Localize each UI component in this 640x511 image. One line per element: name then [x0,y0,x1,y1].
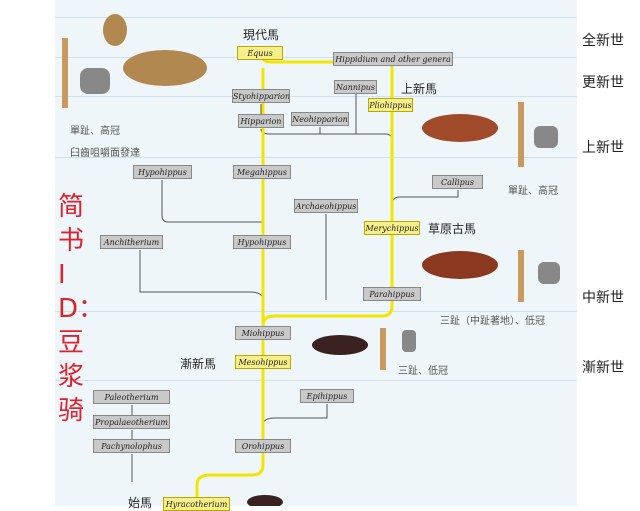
note-mesohippus: 三趾、低冠 [398,366,448,377]
genus-miohippus: Miohippus [235,326,291,340]
epoch-divider [55,157,577,158]
genus-megahippus: Megahippus [233,165,291,179]
label-pliohippus: 上新馬 [401,82,438,96]
label-merychippus: 草原古馬 [428,222,477,236]
epoch-divider [55,57,577,58]
horse-illustrations [62,14,560,506]
genus-pliohippus: Pliohippus [368,98,413,112]
epoch-divider [55,17,577,18]
label-hyracotherium: 始馬 [128,496,153,510]
note-equus-toe: 單趾、高冠 [70,126,120,137]
genus-orohippus: Orohippus [235,439,291,453]
epoch-divider [55,311,577,312]
label-modern-horse: 現代馬 [243,28,280,42]
genus-hipparion: Hipparion [238,114,284,128]
genus-parahippus: Parahippus [363,287,421,301]
genus-hyracotherium: Hyracotherium [163,497,230,511]
label-mesohippus: 漸新馬 [180,357,217,371]
note-pliohippus: 單趾、高冠 [508,186,558,197]
genus-mesohippus: Mesohippus [235,355,291,369]
epoch-oligocene: 漸新世 [582,360,624,376]
epoch-holocene: 全新世 [582,33,624,49]
epoch-divider [55,96,577,97]
genus-stylohipparion: Styohipparion [232,89,290,103]
epoch-pleistocene: 更新世 [582,75,624,91]
genus-hypohippus-upper: Hypohippus [133,165,192,179]
genus-neohipparion: Neohipparion [291,112,349,126]
genus-anchitherium: Anchitherium [100,235,163,249]
genus-epihippus: Epihippus [300,389,354,403]
genus-equus: Equus [237,46,283,60]
note-equus-teeth: 臼齒咀嚼面發達 [70,148,140,159]
genus-hippidium: Hippidium and other genera [333,52,453,66]
epoch-divider [55,380,577,381]
genus-nannipus: Nannipus [334,80,377,94]
genus-callipus: Callipus [432,175,483,189]
genus-merychippus: Merychippus [364,221,420,235]
watermark: 简书ID：豆浆骑 [58,192,105,426]
genus-paleotherium: Paleotherium [93,390,170,404]
epoch-miocene: 中新世 [582,290,624,306]
genus-pachynolophus: Pachynolophus [93,439,170,453]
note-merychippus: 三趾（中趾著地）、低冠 [440,316,545,327]
genus-archaeohippus: Archaeohippus [294,199,358,213]
genus-propalaeotherium: Propalaeotherium [93,415,170,429]
genus-hypohippus: Hypohippus [233,235,291,249]
epoch-pliocene: 上新世 [582,140,624,156]
